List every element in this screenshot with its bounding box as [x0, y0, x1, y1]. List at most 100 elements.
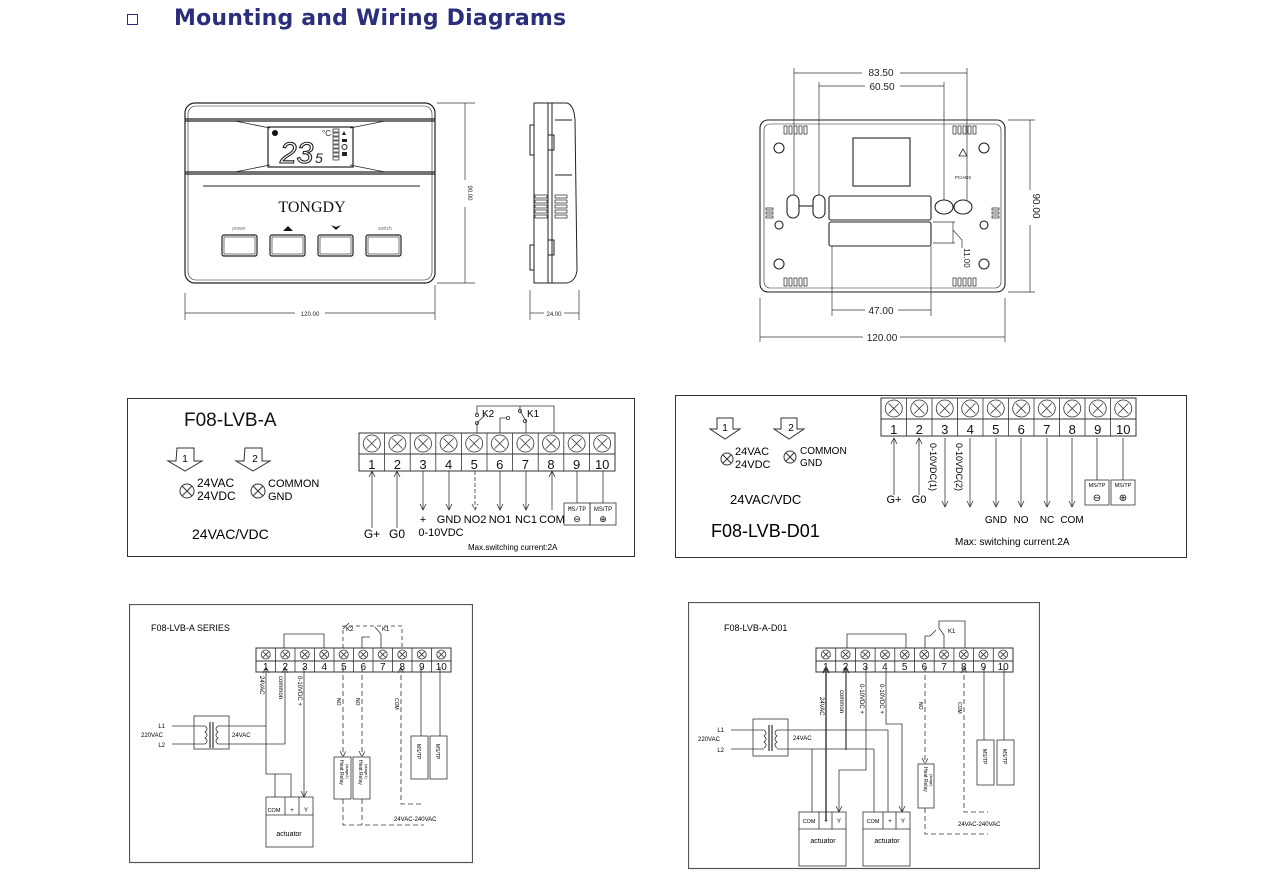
terminal-screw-icon [860, 649, 871, 660]
actuator2-y-terminal: Y [901, 819, 905, 825]
terminal-screw-icon [465, 434, 484, 453]
wire-signal-label: 0-10VDC + [296, 676, 302, 706]
plus-icon: ⊕ [1119, 493, 1127, 504]
terminal-6-label: NO [1014, 515, 1029, 526]
mode-icons [341, 131, 348, 156]
terminal-screw-icon [880, 649, 890, 660]
terminal-number-5: 5 [341, 662, 347, 673]
terminal-number-7: 7 [1043, 422, 1050, 437]
arrow-1-icon [708, 417, 742, 440]
terminal-5-label: GND [985, 515, 1007, 526]
display-temperature: 23 [279, 137, 314, 170]
actuator2-com-terminal: COM [867, 819, 880, 825]
mstp-device-2: MS/TP [1001, 749, 1007, 765]
terminal-number-8: 8 [399, 662, 405, 673]
term2-label-line1: COMMON [800, 446, 847, 457]
heat-relay-stage1-sub: (stage1) [364, 764, 369, 779]
l1-label: L1 [158, 724, 165, 730]
mstp-device-1: MS/TP [981, 749, 987, 765]
up-button[interactable] [269, 234, 306, 257]
terminal-screw-icon [299, 649, 310, 660]
terminal-number-3: 3 [862, 662, 868, 673]
term1-label-line1: 24VAC [197, 476, 234, 490]
relay-k1-label: K1 [382, 627, 390, 633]
term1-label-line2: 24VDC [197, 489, 236, 503]
heat-relay-stage2-sub: (stage2) [345, 764, 350, 779]
terminal-3-label-bottom: 0-10VDC [418, 527, 463, 539]
side-depth-dimension: 24.00 [546, 312, 562, 318]
load-voltage-label: 24VAC-240VAC [394, 817, 437, 823]
terminal-number-2: 2 [916, 422, 923, 437]
display-unit: °C [322, 129, 331, 138]
terminal-6-label: NO1 [489, 514, 512, 526]
plus-icon: ⊕ [599, 514, 607, 524]
side-view-drawing: 24.00 [529, 102, 580, 320]
terminal-number-10: 10 [1116, 422, 1130, 437]
term2-label-line1: COMMON [268, 478, 319, 490]
terminal-screw-icon [516, 434, 535, 453]
terminal-8-label: COM [1060, 515, 1083, 526]
heat-relay-sub: (stage) [929, 774, 934, 787]
terminal-screw-icon [840, 649, 851, 660]
terminal-number-6: 6 [360, 662, 366, 673]
terminal-screw-icon [179, 483, 195, 499]
terminal-screw-icon [414, 434, 432, 453]
relay-k2-label: K2 [346, 627, 354, 633]
mstp-device-1: MS/TP [415, 744, 421, 760]
terminal-screw-icon [567, 434, 586, 453]
terminal-number-3: 3 [302, 662, 308, 673]
terminal-screw-icon [720, 452, 734, 466]
terminal-number-3: 3 [941, 422, 948, 437]
diagram-title: F08-LVB-A SERIES [151, 623, 230, 633]
actuator-label: actuator [276, 831, 302, 838]
terminal-number-1: 1 [890, 422, 897, 437]
terminal-screw-icon [986, 399, 1005, 418]
minus-icon: ⊖ [573, 514, 581, 524]
terminal-screw-icon [362, 434, 381, 453]
terminal-screw-icon [358, 649, 369, 660]
supply-label: 24VAC/VDC [730, 492, 801, 507]
terminal-screw-icon [1114, 399, 1133, 418]
supply-label: 24VAC/VDC [192, 526, 269, 542]
down-button[interactable] [317, 234, 354, 257]
terminal-screw-icon [1063, 399, 1082, 418]
switch-button[interactable] [365, 234, 402, 257]
minus-icon: ⊖ [1093, 493, 1101, 504]
load-voltage-label: 24VAC-240VAC [958, 822, 1001, 828]
back-window [852, 137, 911, 187]
actuator1-plus-terminal: + [824, 819, 828, 825]
terminal-screw-icon [998, 649, 1009, 660]
terminal-screw-icon [388, 434, 407, 453]
slot-width-dimension: 47.00 [868, 306, 893, 317]
switch-button-label: switch [378, 226, 392, 232]
back-view-drawing: PC/ABS 83.50 60.50 47.00 120.00 90.00 11… [759, 68, 1041, 344]
wire-common-label: common [277, 676, 283, 699]
terminal-number-9: 9 [1094, 422, 1101, 437]
terminal-screw-icon [919, 649, 930, 660]
terminal-7-label: NC [1040, 515, 1054, 526]
mains-voltage-label: 220VAC [698, 737, 721, 743]
terminal-screw-icon [397, 649, 408, 660]
terminal-number-7: 7 [380, 662, 386, 673]
terminal-5-label: NO2 [464, 514, 487, 526]
actuator-plus-terminal: + [290, 808, 294, 814]
mounting-hole [934, 199, 954, 215]
arrow-1-icon [166, 447, 204, 472]
terminal-number-8: 8 [547, 457, 554, 472]
terminal-screw-icon [250, 483, 266, 499]
terminal-screw-icon [377, 649, 388, 660]
heat-relay-stage2: Heat Relay [338, 760, 344, 785]
actuator-com-terminal: COM [268, 808, 281, 814]
signal-bars-icon [332, 128, 340, 161]
terminal-screw-icon [542, 434, 560, 453]
terminal-number-10: 10 [595, 457, 609, 472]
power-button[interactable] [221, 234, 258, 257]
terminal-number-4: 4 [445, 457, 452, 472]
terminal-screw-icon [416, 649, 427, 660]
terminal-9-label: MS/TP [1089, 483, 1106, 489]
back-width-dimension: 120.00 [867, 333, 898, 344]
terminal-number-10: 10 [998, 662, 1010, 673]
